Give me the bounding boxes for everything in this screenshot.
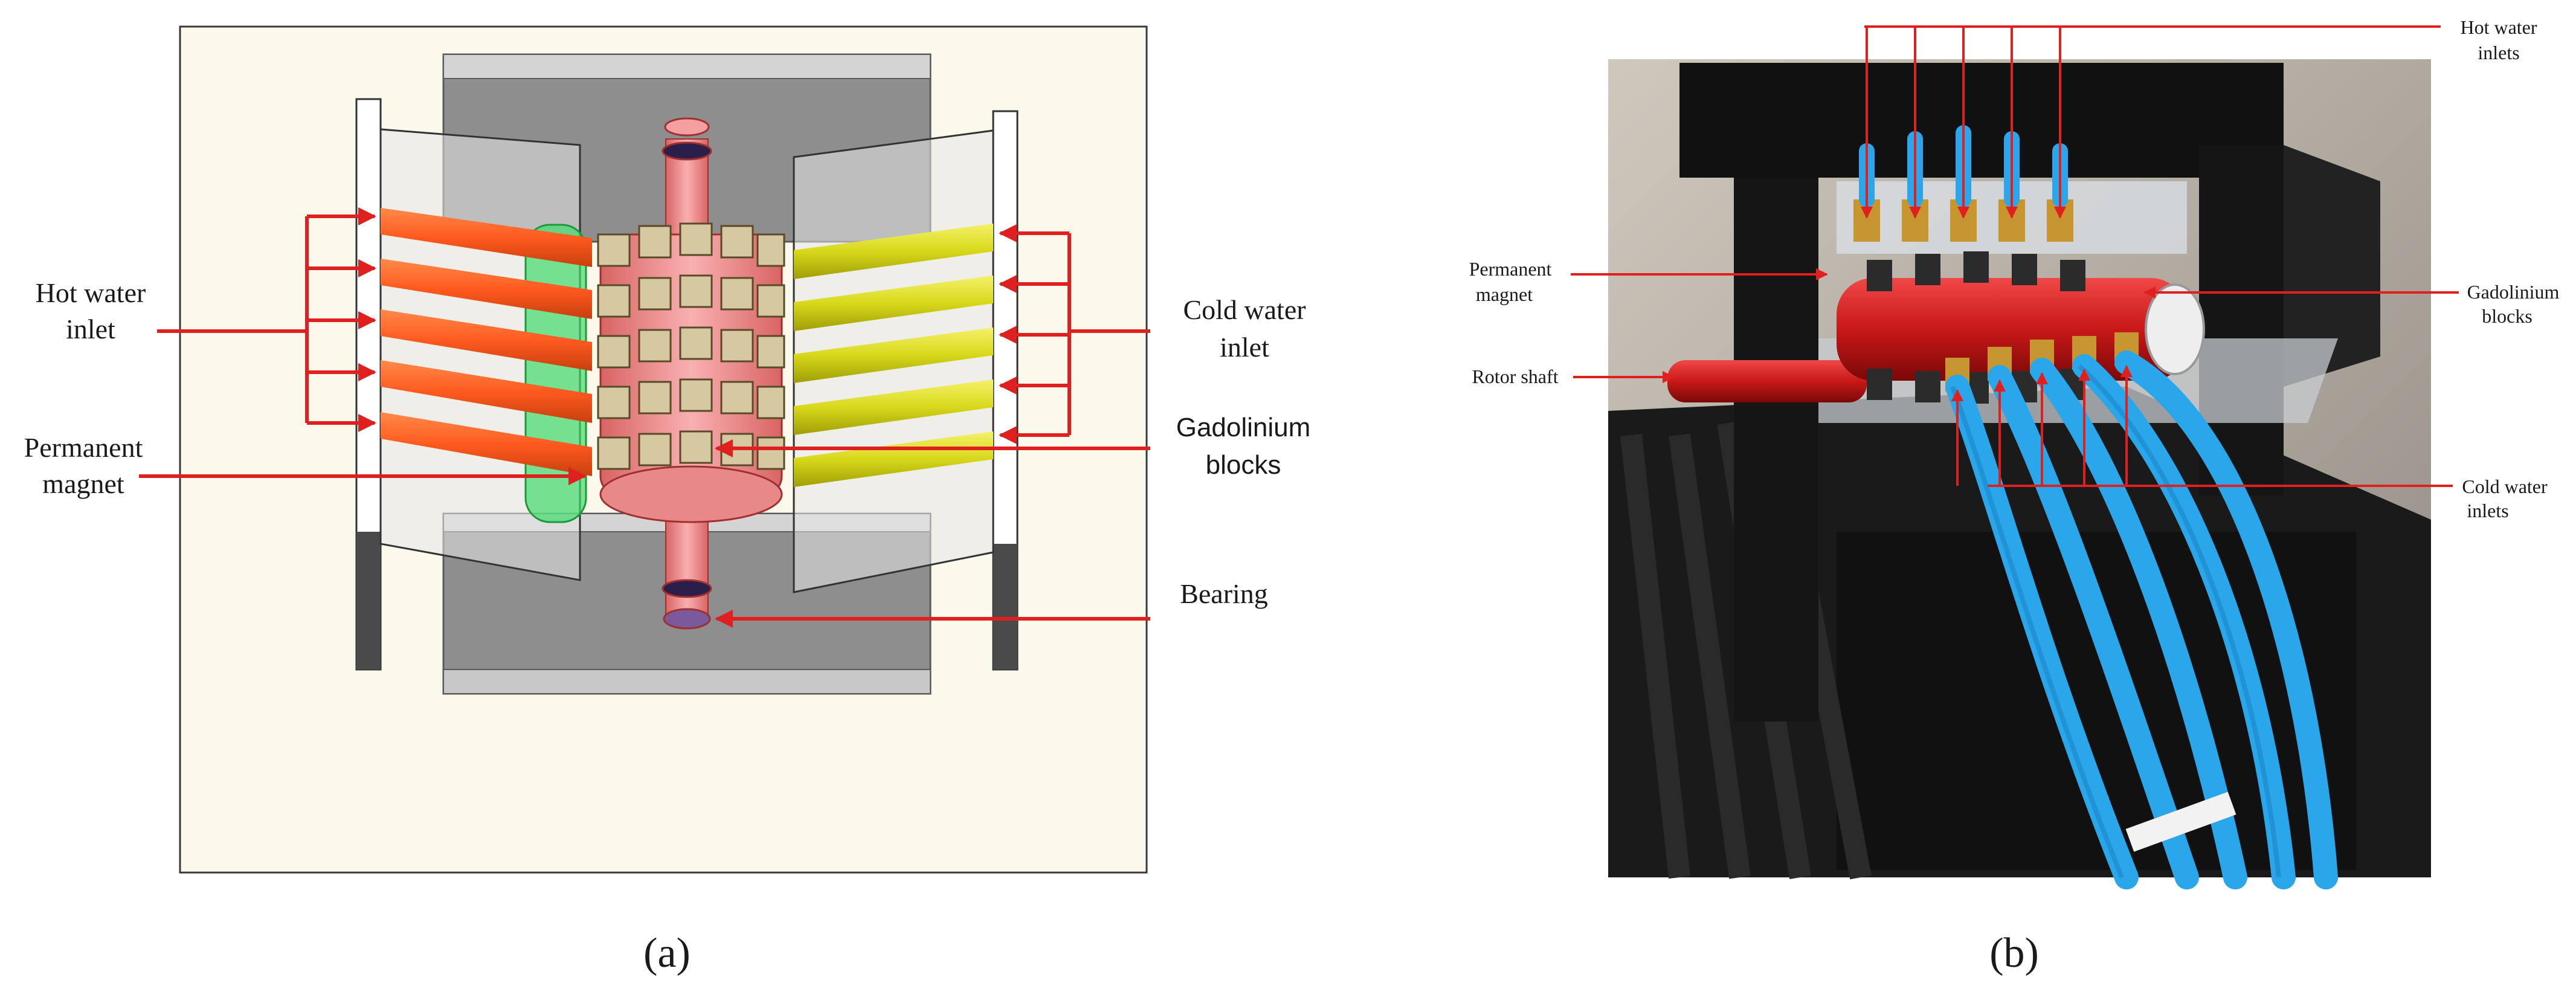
label-permanent-magnet-b1: Permanent	[1469, 258, 1552, 280]
label-cold-water-b2: inlets	[2467, 500, 2508, 521]
label-rotor-shaft-b: Rotor shaft	[1472, 366, 1558, 387]
panel-a: Hot water inlet Permanent magnet Cold wa…	[24, 25, 1311, 976]
cold-water-tubes	[1945, 332, 2338, 889]
label-gadolinium-b1: Gadolinium	[2467, 281, 2560, 303]
label-cold-water-a2: inlet	[1220, 332, 1269, 363]
label-permanent-magnet-a1: Permanent	[24, 432, 143, 463]
bearing-part	[662, 579, 712, 598]
panel-b-arrows	[1571, 25, 2459, 487]
rotor-shaft-photo	[1667, 360, 1867, 402]
black-frame-top	[1679, 63, 2284, 178]
hot-water-pipes	[381, 208, 592, 476]
label-bearing-a: Bearing	[1180, 578, 1268, 609]
label-hot-water-b2: inlets	[2478, 42, 2519, 63]
panel-b: Hot water inlets Permanent magnet Rotor …	[1469, 16, 2560, 976]
caption-b: (b)	[1989, 930, 2039, 976]
cold-water-pipes	[794, 224, 993, 487]
label-hot-water-b1: Hot water	[2460, 16, 2537, 38]
label-permanent-magnet-b2: magnet	[1476, 283, 1533, 305]
label-gadolinium-b2: blocks	[2482, 305, 2533, 327]
label-hot-water-a1: Hot water	[36, 277, 146, 308]
label-cold-water-b1: Cold water	[2462, 476, 2548, 497]
label-cold-water-a1: Cold water	[1183, 294, 1306, 325]
caption-a: (a)	[643, 930, 691, 976]
label-gadolinium-a1: Gadolinium	[1176, 413, 1311, 442]
black-frame-left-leg	[1734, 178, 1818, 721]
label-permanent-magnet-a2: magnet	[42, 468, 124, 499]
label-hot-water-a2: inlet	[66, 314, 115, 344]
label-gadolinium-a2: blocks	[1206, 450, 1281, 480]
rotor-body	[597, 222, 785, 523]
panel-a-arrows	[139, 207, 1150, 628]
